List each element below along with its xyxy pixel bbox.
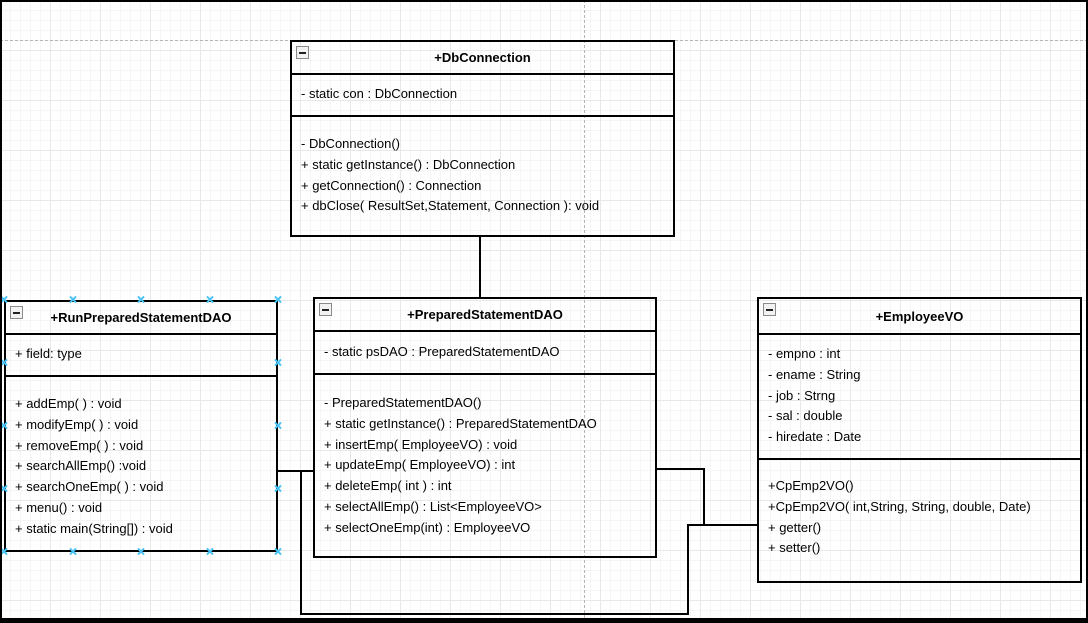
connector-prepareddao-employeevo-seg2[interactable] <box>703 468 705 526</box>
connection-point[interactable] <box>68 295 77 304</box>
class-preparedstatementdao-titlebar: +PreparedStatementDAO <box>315 299 655 330</box>
member-line: +CpEmp2VO( int,String, String, double, D… <box>768 498 1031 514</box>
member-line: + insertEmp( EmployeeVO) : void <box>324 436 518 452</box>
connector-rundao-employeevo-seg3[interactable] <box>687 524 689 615</box>
connector-rundao-employeevo-seg2[interactable] <box>300 613 689 615</box>
frame-border-right <box>1086 0 1088 623</box>
frame-border-bottom <box>0 618 1088 623</box>
class-title: +DbConnection <box>434 50 531 65</box>
connection-point[interactable] <box>136 547 145 556</box>
member-line: - static con : DbConnection <box>301 86 458 101</box>
class-runpreparedstatementdao-attributes: + field: type <box>6 333 276 375</box>
member-line: + getter() <box>768 519 822 535</box>
collapse-icon[interactable] <box>319 303 332 316</box>
member-line: - ename : String <box>768 366 861 382</box>
member-line: + menu() : void <box>15 499 103 515</box>
member-line: + selectAllEmp() : List<EmployeeVO> <box>324 498 542 514</box>
collapse-icon[interactable] <box>10 306 23 319</box>
connector-dbconnection-prepareddao[interactable] <box>479 237 481 297</box>
frame-border-top <box>0 0 1088 2</box>
frame-border-left <box>0 0 2 623</box>
class-preparedstatementdao-attributes: - static psDAO : PreparedStatementDAO <box>315 330 655 373</box>
member-line: - static psDAO : PreparedStatementDAO <box>324 344 560 359</box>
class-title: +EmployeeVO <box>875 308 964 324</box>
class-dbconnection-attributes: - static con : DbConnection <box>292 73 673 115</box>
minus-icon <box>13 311 20 314</box>
minus-icon <box>766 308 773 311</box>
class-preparedstatementdao-methods: - PreparedStatementDAO() + static getInst… <box>315 373 655 556</box>
minus-icon <box>299 51 306 54</box>
connection-point[interactable] <box>273 295 282 304</box>
member-line: - sal : double <box>768 408 843 424</box>
member-line: + static getInstance() : DbConnection <box>301 156 516 172</box>
connection-point[interactable] <box>68 547 77 556</box>
connector-prepareddao-employeevo-seg1[interactable] <box>655 468 705 470</box>
member-line: + dbClose( ResultSet,Statement, Connecti… <box>301 198 600 214</box>
member-line: + getConnection() : Connection <box>301 177 482 193</box>
member-line: + addEmp( ) : void <box>15 396 122 411</box>
class-dbconnection[interactable]: +DbConnection - static con : DbConnectio… <box>290 40 675 237</box>
member-line: - job : Strng <box>768 387 836 403</box>
connection-point[interactable] <box>205 295 214 304</box>
member-line: - hiredate : Date <box>768 429 862 445</box>
class-dbconnection-methods: - DbConnection() + static getInstance() :… <box>292 115 673 235</box>
minus-icon <box>322 308 329 311</box>
member-line: - empno : int <box>768 346 841 361</box>
class-runpreparedstatementdao-methods: + addEmp( ) : void + modifyEmp( ) : void +… <box>6 375 276 550</box>
member-line: - DbConnection() <box>301 136 400 151</box>
member-line: - PreparedStatementDAO() <box>324 395 482 410</box>
class-employeevo-methods: +CpEmp2VO() +CpEmp2VO( int,String, String… <box>759 458 1080 579</box>
page-break-vertical <box>584 0 585 623</box>
member-line: +CpEmp2VO() <box>768 478 854 493</box>
class-runpreparedstatementdao[interactable]: +RunPreparedStatementDAO + field: type +… <box>4 300 278 552</box>
member-line: + field: type <box>15 346 82 361</box>
member-line: + updateEmp( EmployeeVO) : int <box>324 457 516 473</box>
member-line: + setter() <box>768 540 821 556</box>
member-line: + static getInstance() : PreparedStateme… <box>324 415 597 431</box>
class-employeevo-titlebar: +EmployeeVO <box>759 299 1080 333</box>
member-line: + static main(String[]) : void <box>15 520 173 536</box>
collapse-icon[interactable] <box>763 303 776 316</box>
connection-point[interactable] <box>273 421 282 430</box>
class-title: +PreparedStatementDAO <box>407 307 563 322</box>
member-line: + removeEmp( ) : void <box>15 437 144 453</box>
member-line: + modifyEmp( ) : void <box>15 416 139 432</box>
class-employeevo-attributes: - empno : int - ename : String - job : Str… <box>759 333 1080 458</box>
class-preparedstatementdao[interactable]: +PreparedStatementDAO - static psDAO : P… <box>313 297 657 558</box>
member-line: + searchAllEmp() :void <box>15 458 147 474</box>
connection-point[interactable] <box>273 484 282 493</box>
collapse-icon[interactable] <box>296 46 309 59</box>
connection-point[interactable] <box>273 358 282 367</box>
member-line: + deleteEmp( int ) : int <box>324 478 452 494</box>
class-runpreparedstatementdao-titlebar: +RunPreparedStatementDAO <box>6 302 276 333</box>
class-dbconnection-titlebar: +DbConnection <box>292 42 673 73</box>
class-employeevo[interactable]: +EmployeeVO - empno : int - ename : Strin… <box>757 297 1082 583</box>
connection-point[interactable] <box>205 547 214 556</box>
member-line: + selectOneEmp(int) : EmployeeVO <box>324 519 531 535</box>
connector-rundao-employeevo-seg4[interactable] <box>687 524 759 526</box>
connection-point[interactable] <box>136 295 145 304</box>
member-line: + searchOneEmp( ) : void <box>15 479 164 495</box>
connector-rundao-prepareddao[interactable] <box>278 470 315 472</box>
connector-rundao-employeevo-seg1[interactable] <box>300 470 302 615</box>
class-title: +RunPreparedStatementDAO <box>50 310 232 325</box>
connection-point[interactable] <box>273 547 282 556</box>
